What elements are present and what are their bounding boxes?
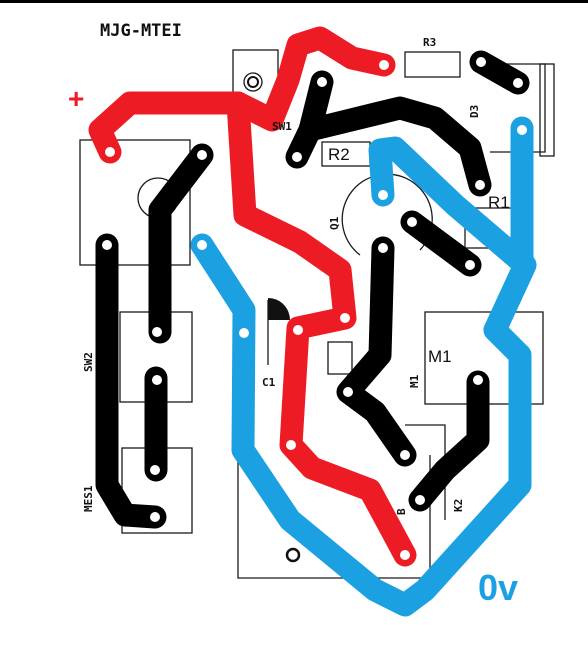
pad	[517, 125, 527, 135]
signal-track-r3-d3	[469, 50, 530, 95]
pad	[465, 260, 475, 270]
sw1-inner-hole	[247, 76, 259, 88]
top-border-line	[0, 0, 588, 3]
k2-label: K2	[452, 499, 465, 512]
pad	[473, 328, 483, 338]
plus-label: +	[68, 83, 84, 114]
r3-outline	[404, 51, 461, 78]
r3-label: R3	[423, 36, 436, 49]
r1-label: R1	[488, 193, 510, 212]
small-component-outline	[327, 341, 353, 375]
pad	[400, 550, 410, 560]
pad	[378, 190, 388, 200]
ground-track-outer	[190, 233, 532, 617]
pad	[150, 512, 160, 522]
zero-volt-label: 0v	[478, 567, 518, 608]
left-module-outline	[79, 139, 191, 266]
positive-tracks	[88, 26, 417, 567]
pad	[343, 387, 353, 397]
pad	[293, 325, 303, 335]
sw2-label: SW2	[82, 352, 95, 372]
bottom-mount-hole	[285, 547, 301, 563]
pad	[150, 465, 160, 475]
silkscreen-labels: MJG-MTEI + 0v R1 R2 R3 D3 SW1 SW2 Q1 C1 …	[68, 21, 518, 608]
signal-tracks	[95, 50, 530, 529]
signal-track-left-lower	[95, 233, 167, 529]
pad	[415, 495, 425, 505]
positive-track-top	[88, 26, 396, 164]
d3-label: D3	[468, 105, 481, 118]
b-label: B	[395, 508, 408, 515]
ground-track-inner	[368, 136, 537, 342]
pad	[513, 78, 523, 88]
positive-track-main	[226, 91, 417, 567]
pad	[379, 60, 389, 70]
pad	[197, 240, 207, 250]
pad	[340, 313, 350, 323]
q1-label: Q1	[328, 216, 341, 230]
r2-label: R2	[328, 145, 350, 164]
pad	[476, 57, 486, 67]
board-title: MJG-MTEI	[100, 21, 182, 41]
pad	[102, 240, 112, 250]
signal-track-q1-b	[336, 236, 417, 467]
signal-track-r2-r1	[298, 96, 492, 197]
ground-tracks	[190, 116, 537, 617]
pad	[286, 440, 296, 450]
mes1-label: MES1	[82, 485, 95, 512]
pad	[407, 217, 417, 227]
pad	[317, 77, 327, 87]
c1-polarity-marker	[268, 298, 290, 320]
pad	[475, 180, 485, 190]
m1-small-label: M1	[408, 374, 421, 388]
pad	[152, 375, 162, 385]
d3-band	[539, 63, 555, 157]
pad-holes	[102, 57, 527, 563]
bottom-component-outline	[237, 455, 431, 579]
signal-track-left-upper	[148, 143, 214, 344]
signal-track-q1-r1	[400, 210, 482, 277]
c1-label: C1	[262, 376, 276, 389]
pad	[292, 152, 302, 162]
sw1-button-circle	[243, 72, 263, 92]
pad	[105, 147, 115, 157]
pad	[239, 328, 249, 338]
m1-label: M1	[428, 347, 452, 366]
signal-track-m1-k2	[408, 370, 490, 512]
pad	[378, 243, 388, 253]
pad	[152, 327, 162, 337]
sw1-label: SW1	[272, 120, 292, 133]
pad	[400, 450, 410, 460]
k2-outline	[405, 424, 446, 520]
pad	[473, 375, 483, 385]
pad	[197, 150, 207, 160]
